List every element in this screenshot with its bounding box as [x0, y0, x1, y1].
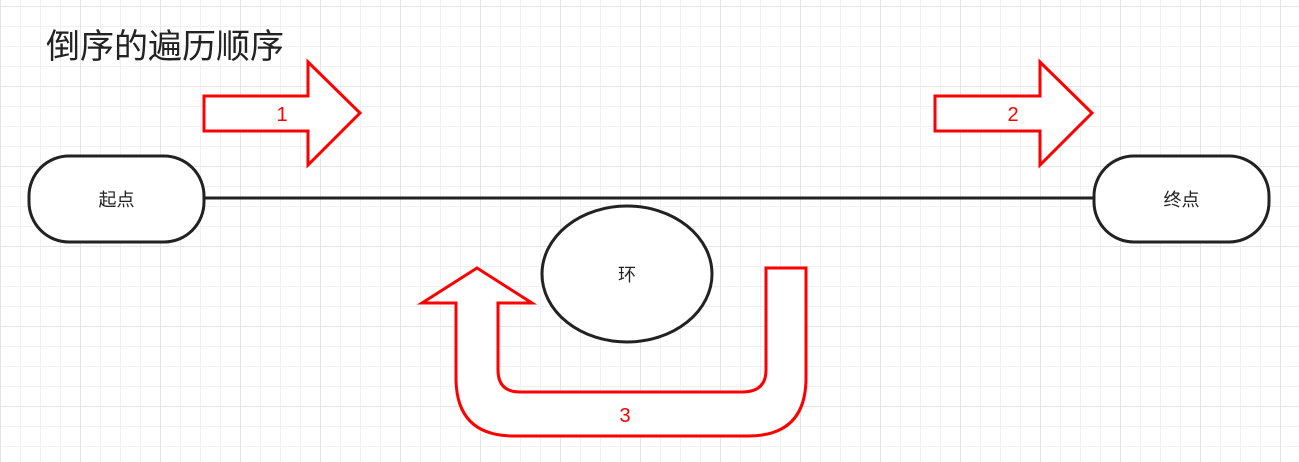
arrow-1-label: 1	[276, 104, 287, 126]
loop-node-shape	[540, 204, 714, 344]
start-node[interactable]: 起点	[27, 154, 206, 244]
arrow-step-1: 1	[202, 58, 363, 169]
start-node-label: 起点	[99, 190, 135, 211]
end-node[interactable]: 终点	[1092, 154, 1271, 244]
arrow-3-label: 3	[619, 405, 630, 427]
loop-node-label: 环	[618, 265, 636, 286]
arrow-1-shape	[202, 58, 363, 169]
end-node-shape	[1092, 154, 1271, 244]
arrow-step-3: 3	[416, 266, 808, 438]
diagram-title: 倒序的遍历顺序	[46, 27, 284, 67]
start-node-shape	[27, 154, 206, 244]
arrow-step-2: 2	[933, 58, 1095, 169]
arrow-2-label: 2	[1007, 104, 1018, 126]
arrow-2-shape	[933, 58, 1095, 169]
arrow-3-shape	[416, 266, 808, 438]
loop-node[interactable]: 环	[540, 204, 714, 344]
end-node-label: 终点	[1164, 190, 1200, 211]
